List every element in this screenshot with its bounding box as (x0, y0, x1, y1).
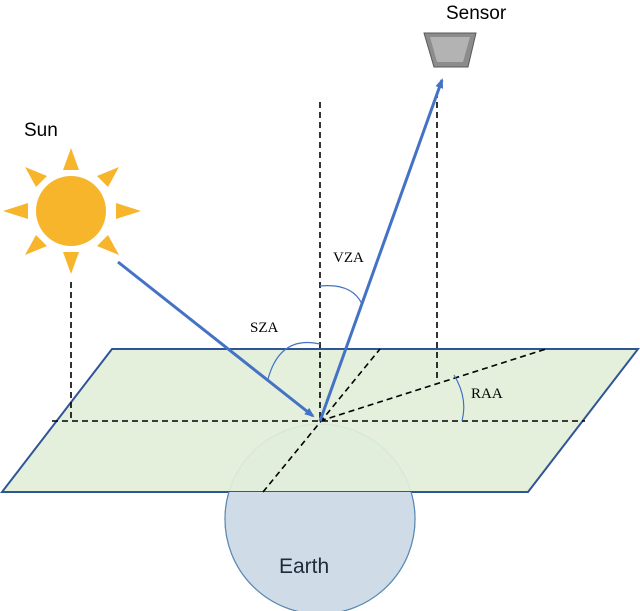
vza-label: VZA (333, 250, 364, 266)
raa-arc (453, 374, 465, 422)
sun-disc (36, 176, 106, 246)
incident-sunlight-ray (117, 260, 315, 418)
vza-arc (319, 285, 363, 305)
angle-arcs (267, 285, 465, 422)
sun-ray-right (116, 203, 141, 219)
sun-label: Sun (24, 120, 58, 141)
raa-label: RAA (471, 386, 503, 402)
sun-ray-bottom (63, 252, 79, 274)
earth-globe-lower (224, 492, 416, 611)
reference-lines (52, 92, 585, 493)
sun-ray-left (3, 203, 28, 219)
sun-ray-top (63, 148, 79, 170)
sun-ray-bottom-right (97, 235, 119, 255)
sun-ray-top-left (25, 167, 47, 187)
sensor-lens (430, 37, 470, 62)
sza-arc (267, 342, 321, 380)
earth-label: Earth (279, 555, 329, 578)
sza-label: SZA (250, 320, 279, 336)
sun-ray-top-right (97, 167, 119, 187)
sensor-label: Sensor (446, 3, 507, 24)
sun-icon (3, 148, 141, 274)
sensor-icon (423, 32, 477, 68)
reflected-ray-to-sensor (318, 78, 444, 422)
sun-ray-bottom-left (25, 235, 47, 255)
